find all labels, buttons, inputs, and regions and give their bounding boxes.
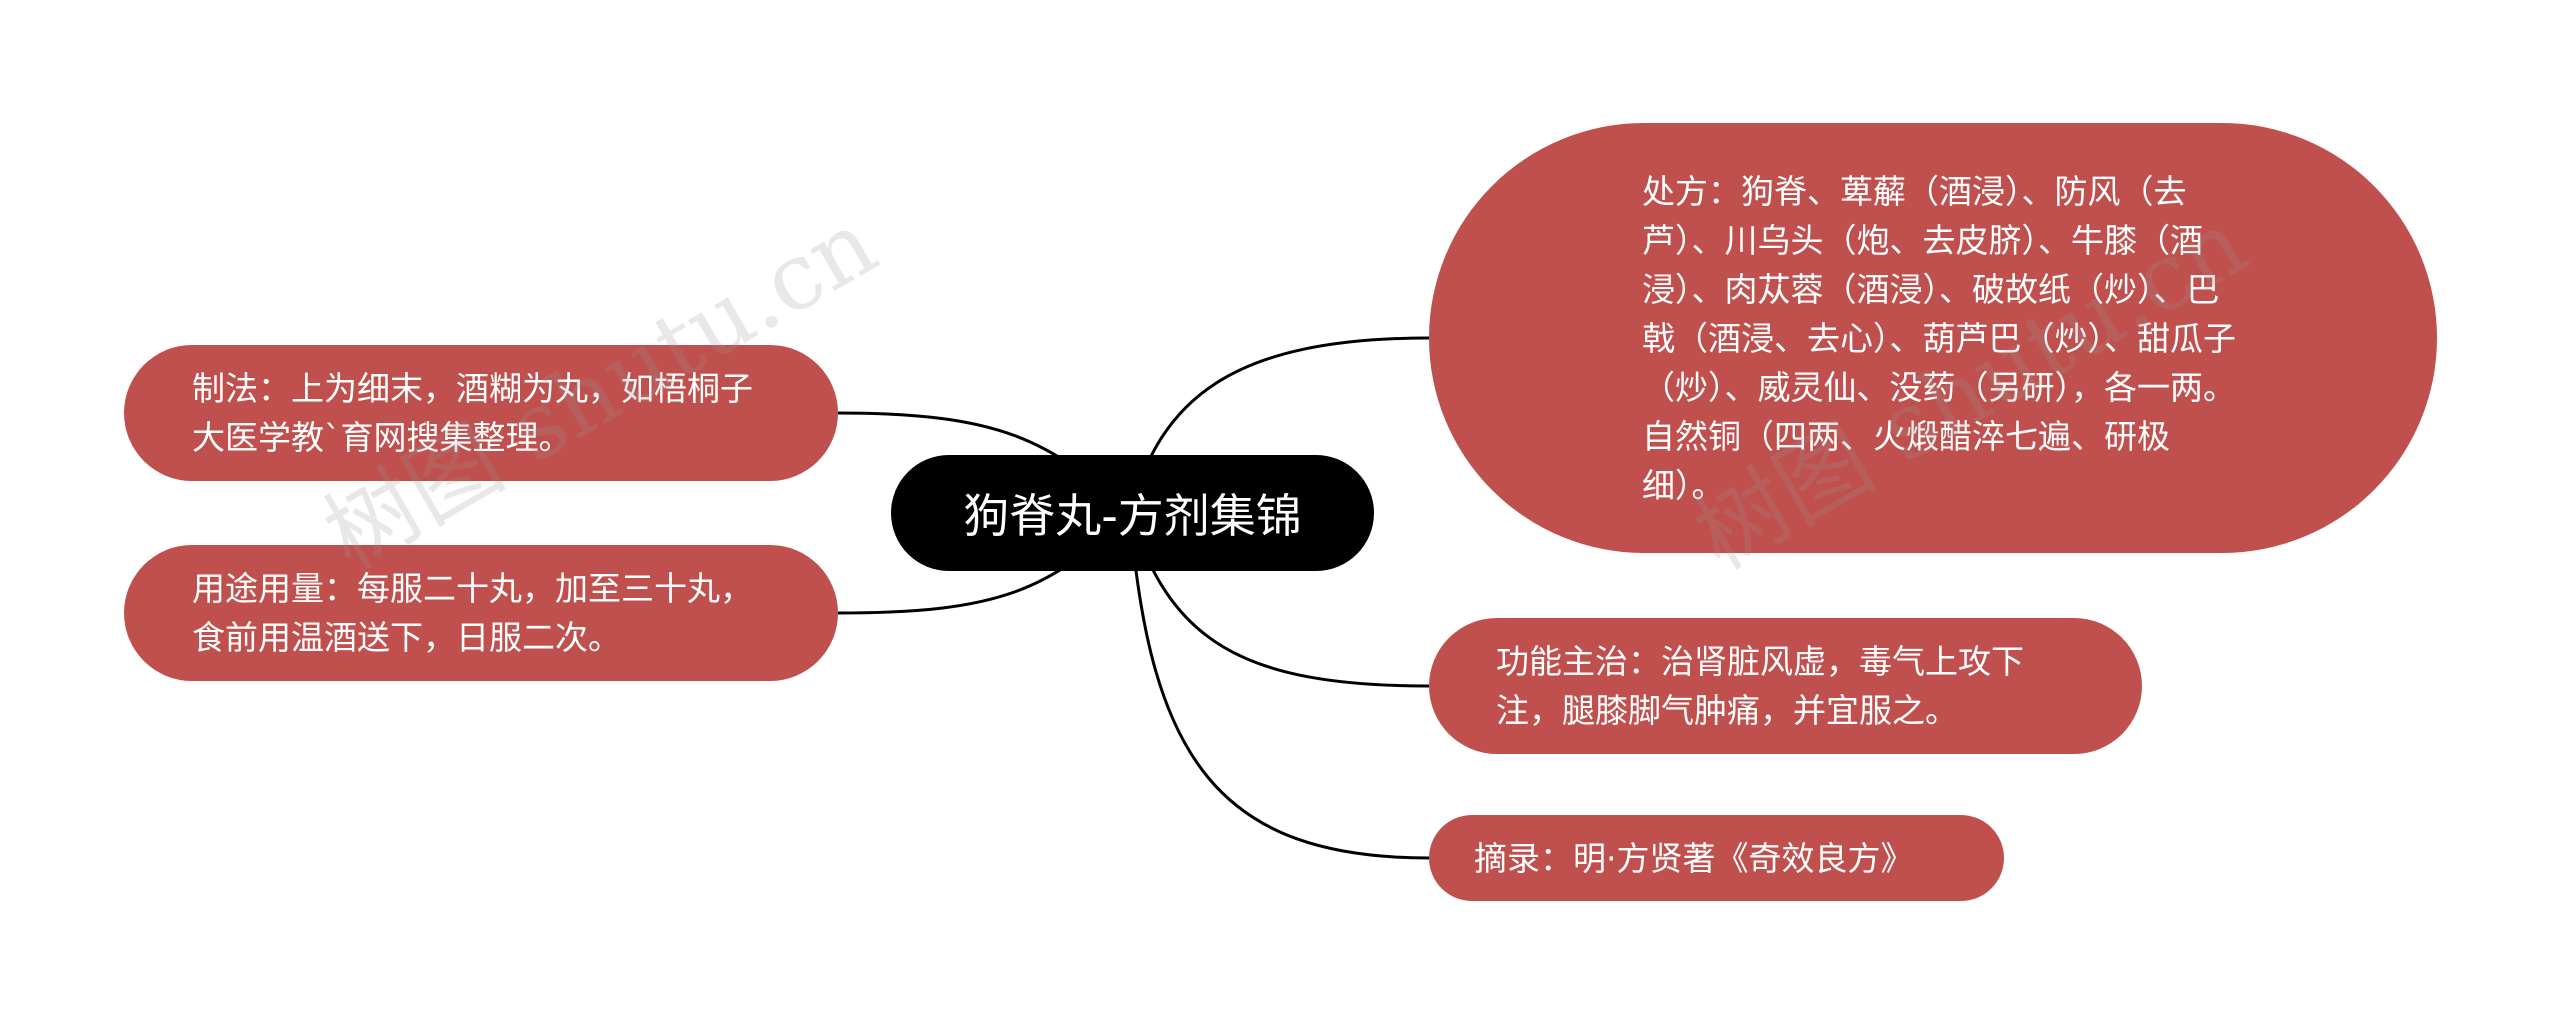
topic-source[interactable]: 摘录：明·方贤著《奇效良方》 xyxy=(1429,815,2004,901)
topic-source-text: 摘录：明·方贤著《奇效良方》 xyxy=(1474,838,1914,878)
topic-usage-dosage[interactable]: 用途用量：每服二十丸，加至三十丸，食前用温酒送下，日服二次。 xyxy=(124,545,838,681)
link-root-right3 xyxy=(1128,512,1430,860)
topic-indications[interactable]: 功能主治：治肾脏风虚，毒气上攻下注，腿膝脚气肿痛，并宜服之。 xyxy=(1429,618,2142,754)
topic-indications-text: 功能主治：治肾脏风虚，毒气上攻下注，腿膝脚气肿痛，并宜服之。 xyxy=(1496,642,2024,730)
root-topic-label: 狗脊丸-方剂集锦 xyxy=(963,489,1302,543)
topic-preparation-method[interactable]: 制法：上为细末，酒糊为丸，如梧桐子大医学教`育网搜集整理。 xyxy=(124,345,838,481)
topic-prescription[interactable]: 处方：狗脊、萆薢（酒浸）、防风（去芦）、川乌头（炮、去皮脐）、牛膝（酒浸）、肉苁… xyxy=(1429,123,2437,553)
topic-prescription-text: 处方：狗脊、萆薢（酒浸）、防风（去芦）、川乌头（炮、去皮脐）、牛膝（酒浸）、肉苁… xyxy=(1642,171,2236,505)
topic-preparation-method-text: 制法：上为细末，酒糊为丸，如梧桐子大医学教`育网搜集整理。 xyxy=(192,369,753,457)
root-topic[interactable]: 狗脊丸-方剂集锦 xyxy=(891,455,1374,571)
topic-usage-dosage-text: 用途用量：每服二十丸，加至三十丸，食前用温酒送下，日服二次。 xyxy=(192,569,753,657)
